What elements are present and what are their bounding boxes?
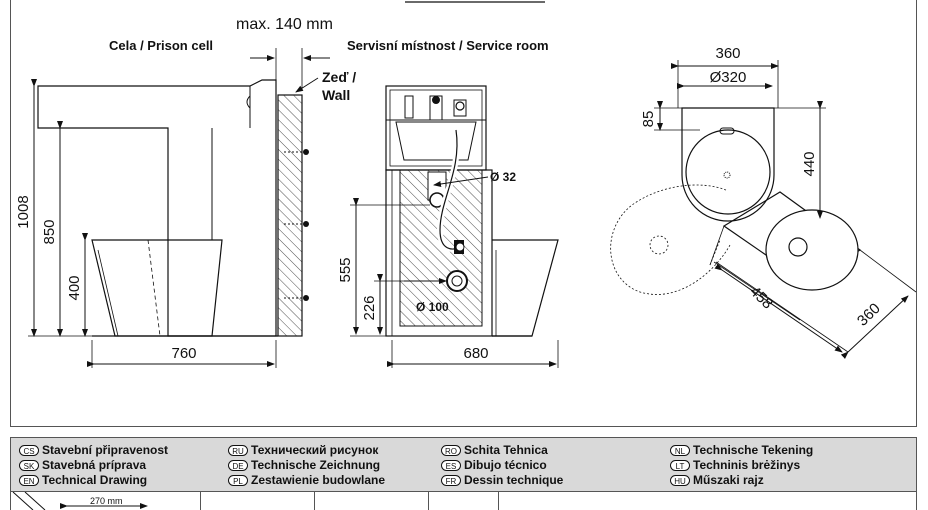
language-code-badge: RU [228, 444, 248, 456]
dim-680: 680 [463, 345, 488, 362]
dim-d320: Ø320 [710, 69, 747, 86]
language-code-badge: FR [441, 474, 461, 486]
dim-85: 85 [640, 111, 657, 128]
dim-400: 400 [66, 275, 83, 300]
legend-text: Stavebná príprava [42, 458, 147, 472]
dim-850: 850 [41, 219, 58, 244]
strip-thumbnail: 270 mm [12, 492, 148, 510]
legend-text: Technische Zeichnung [251, 458, 381, 472]
label-max-140: max. 140 mm [236, 16, 333, 33]
label-service-room: Servisní místnost / Service room [347, 38, 549, 53]
legend-text: Dibujo técnico [464, 458, 547, 472]
label-wall-2: Wall [322, 87, 350, 103]
label-wall-1: Zeď / [322, 69, 356, 85]
language-code-badge: NL [670, 444, 690, 456]
top-view [610, 60, 917, 359]
dim-1008: 1008 [15, 195, 32, 228]
legend-text: Technische Tekening [693, 443, 814, 457]
legend-text: Techninis brėžinys [693, 458, 801, 472]
cell-divider [428, 492, 429, 510]
language-code-badge: RO [441, 444, 461, 456]
dim-555: 555 [337, 257, 354, 282]
side-view [28, 48, 330, 368]
dim-226: 226 [361, 295, 378, 320]
dim-360-diagonal: 360 [854, 300, 884, 330]
cell-divider [314, 492, 315, 510]
legend-text: Технический рисунок [251, 443, 379, 457]
language-code-badge: HU [670, 474, 690, 486]
legend-text: Műszaki rajz [693, 473, 764, 487]
legend-text: Stavební připravenost [42, 443, 169, 457]
language-code-badge: SK [19, 459, 39, 471]
language-code-badge: EN [19, 474, 39, 486]
dim-440: 440 [801, 151, 818, 176]
bottom-cell-strip: 270 mm [10, 492, 917, 510]
label-prison-cell: Cela / Prison cell [109, 38, 213, 53]
language-code-badge: CS [19, 444, 39, 456]
dim-760: 760 [171, 345, 196, 362]
dim-360-top: 360 [715, 45, 740, 62]
legend-text: Zestawienie budowlane [251, 473, 386, 487]
language-code-badge: LT [670, 459, 690, 471]
legend-text: Schita Tehnica [464, 443, 548, 457]
front-view [350, 85, 559, 368]
legend-text: Dessin technique [464, 473, 564, 487]
language-code-badge: PL [228, 474, 248, 486]
drawing-frame [10, 0, 917, 427]
language-code-badge: ES [441, 459, 461, 471]
dim-458: 458 [746, 283, 776, 313]
language-code-badge: DE [228, 459, 248, 471]
dim-d100: Ø 100 [416, 300, 449, 314]
dim-d32: Ø 32 [490, 170, 516, 184]
drawing-canvas: max. 140 mm Cela / Prison cell Servisní … [15, 1, 917, 368]
cell-divider [200, 492, 201, 510]
cell-divider [498, 492, 499, 510]
legend-text: Technical Drawing [42, 473, 148, 487]
dim-270: 270 mm [90, 496, 123, 506]
